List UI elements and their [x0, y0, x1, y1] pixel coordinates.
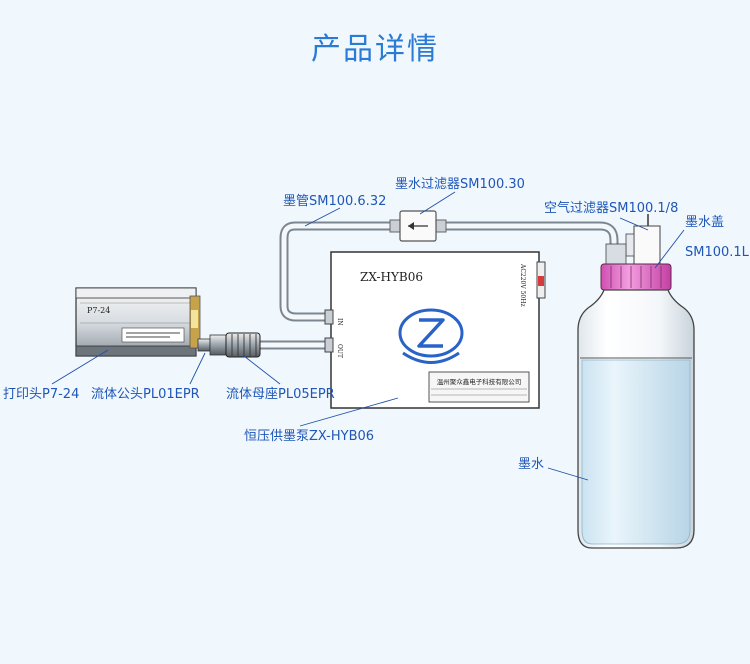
print-head	[75, 287, 201, 357]
pump-unit	[324, 251, 546, 409]
power-label: AC220V 50Hz	[519, 263, 526, 307]
port-in-label: IN	[336, 318, 343, 326]
air-filter-label: 空气过滤器SM100.1/8	[544, 200, 678, 216]
ink-cap-label-line2: SM100.1L	[685, 245, 750, 260]
fluid-connector-assembly	[197, 332, 261, 358]
male-connector-label: 流体公头PL01EPR	[91, 387, 200, 402]
port-out-label: OUT	[336, 344, 343, 358]
ink-filter-label: 墨水过滤器SM100.30	[395, 177, 525, 192]
pump-model-label: ZX-HYB06	[360, 270, 423, 284]
female-socket-label: 流体母座PL05EPR	[226, 387, 335, 402]
ink-tube-top	[279, 221, 619, 322]
print-head-label: 打印头P7-24	[3, 387, 79, 402]
nameplate-company: 温州聚众鑫电子科技有限公司	[437, 377, 522, 386]
ink-bottle	[577, 214, 695, 549]
ink-tube-label: 墨管SM100.6.32	[283, 194, 386, 209]
pump-label: 恒压供墨泵ZX-HYB06	[244, 429, 374, 444]
ink-cap-label-line1: 墨水盖	[685, 215, 724, 230]
ink-filter	[389, 210, 447, 242]
logo-text: ZX	[427, 332, 434, 338]
page-title: 产品详情	[311, 32, 439, 67]
callout-pointers	[51, 191, 685, 481]
ink-label: 墨水	[518, 457, 544, 472]
print-head-model: P7-24	[87, 306, 110, 315]
